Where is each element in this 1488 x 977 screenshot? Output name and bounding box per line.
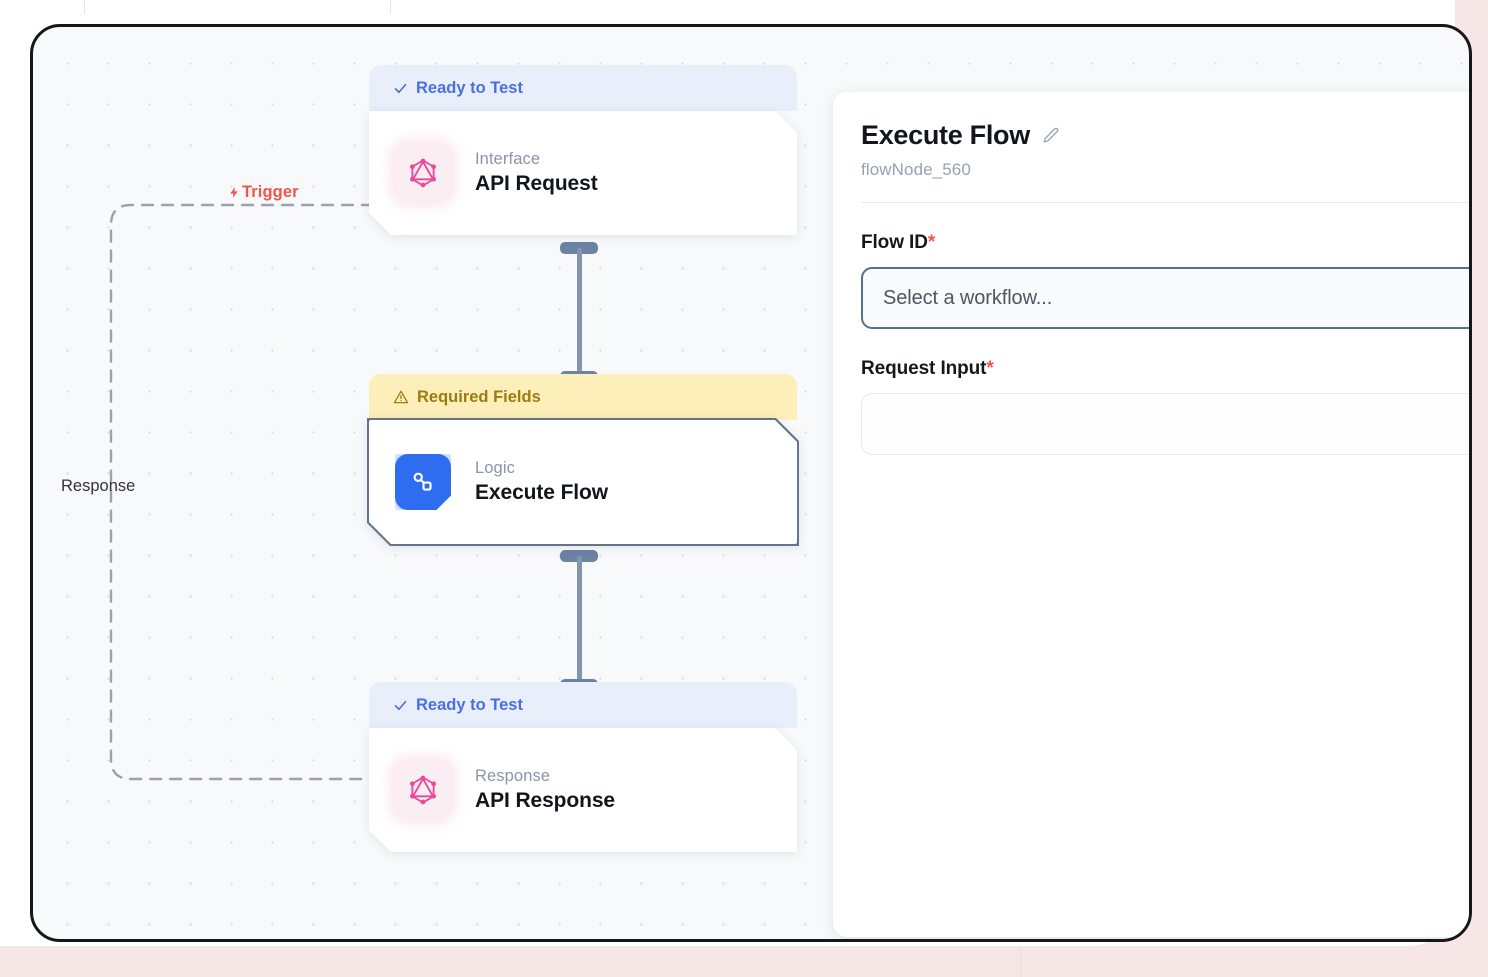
node-status-text: Required Fields	[417, 387, 541, 406]
node-card[interactable]: Interface API Request	[369, 111, 797, 235]
backdrop-seam-left	[84, 0, 85, 14]
edge-line-2	[577, 556, 582, 686]
node-api-request[interactable]: Ready to Test	[369, 65, 797, 235]
node-title-label: Execute Flow	[475, 481, 609, 504]
node-card[interactable]: Response API Response	[369, 728, 797, 852]
panel-divider	[861, 202, 1469, 203]
flow-id-placeholder: Select a workflow...	[883, 286, 1053, 309]
backdrop-seam-bottom	[1020, 946, 1021, 977]
node-text-block: Interface API Request	[475, 150, 598, 196]
node-text-block: Response API Response	[475, 767, 615, 813]
trigger-label: Trigger	[228, 183, 299, 202]
node-card[interactable]: Logic Execute Flow	[369, 420, 797, 544]
field-label-text: Flow ID	[861, 232, 928, 253]
node-kind-label: Response	[475, 767, 551, 785]
node-kind-label: Interface	[475, 150, 541, 168]
node-status-badge: Ready to Test	[369, 65, 797, 111]
edge-line-1	[577, 248, 582, 378]
node-status-text: Ready to Test	[416, 78, 523, 97]
node-execute-flow[interactable]: Required Fields Logic Execute Flow	[369, 374, 797, 544]
graphql-icon	[395, 145, 451, 201]
panel-title: Execute Flow	[861, 120, 1030, 150]
flow-canvas[interactable]: Trigger Response Ready to Test	[30, 24, 1472, 942]
node-title-label: API Request	[475, 172, 598, 195]
required-marker: *	[927, 232, 936, 253]
node-status-badge: Ready to Test	[369, 682, 797, 728]
required-marker: *	[986, 358, 994, 379]
node-status-badge: Required Fields	[369, 374, 797, 420]
node-status-text: Ready to Test	[416, 695, 523, 714]
warning-triangle-icon	[393, 390, 409, 404]
flow-nodes-icon	[395, 454, 451, 510]
node-config-panel: Execute Flow flowNode_560 Flow ID* Selec…	[833, 92, 1469, 937]
check-icon	[394, 700, 407, 710]
request-input-row: E	[861, 393, 1469, 455]
graphql-icon	[395, 762, 451, 818]
field-label-request-input: Request Input*	[861, 358, 1469, 380]
response-label: Response	[61, 477, 136, 495]
node-kind-label: Logic	[475, 459, 515, 477]
flow-id-select[interactable]: Select a workflow...	[861, 267, 1469, 329]
node-body-wrapper: Logic Execute Flow	[369, 420, 797, 544]
node-body-wrapper: Response API Response	[369, 728, 797, 852]
node-api-response[interactable]: Ready to Test	[369, 682, 797, 852]
node-text-block: Logic Execute Flow	[475, 459, 608, 505]
check-icon	[394, 83, 407, 93]
backdrop-seam-top	[390, 0, 391, 14]
trigger-label-text: Trigger	[242, 183, 299, 201]
request-input-field[interactable]	[861, 393, 1469, 455]
panel-header: Execute Flow	[861, 120, 1469, 151]
panel-node-id: flowNode_560	[861, 160, 971, 179]
field-label-text: Request Input	[861, 358, 987, 379]
field-label-flow-id: Flow ID*	[861, 232, 1469, 254]
node-body-wrapper: Interface API Request	[369, 111, 797, 235]
node-title-label: API Response	[475, 789, 616, 812]
lightning-bolt-icon	[230, 187, 238, 198]
pencil-icon[interactable]	[1041, 126, 1061, 146]
